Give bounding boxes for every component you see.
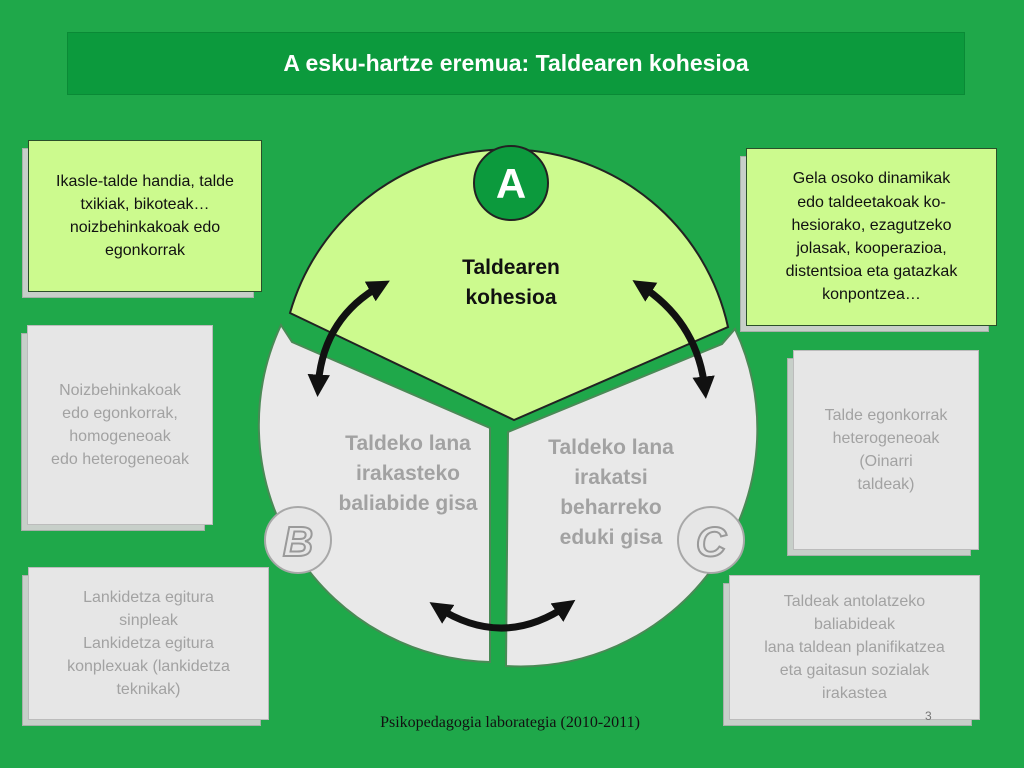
circle-c [677,506,745,574]
info-box-top-left-text: Ikasle-talde handia, talde txikiak, biko… [56,172,234,260]
info-box-mid-left: Noizbehinkakoak edo egonkorrak, homogene… [21,325,213,531]
arrow-a-b [307,280,390,397]
info-box-top-right-text: Gela osoko dinamikak edo taldeetakoak ko… [785,170,958,304]
circle-b [264,506,332,574]
info-box-bottom-left-text: Lankidetza egitura sinpleak Lankidetza e… [67,588,230,699]
page-title-text: A esku-hartze eremua: Taldearen kohesioa [283,50,749,76]
circle-a [473,145,549,221]
info-box-bottom-right-text: Taldeak antolatzeko baliabideak lana tal… [764,592,945,703]
segment-c-label-2: irakatsi [574,466,648,489]
info-box-bottom-left: Lankidetza egitura sinpleak Lankidetza e… [22,567,269,726]
page-number: 3 [925,709,932,723]
segment-b-label-1: Taldeko lana [345,432,471,455]
circle-b-label: B [283,518,313,565]
segment-a-label-1: Taldearen [462,256,560,279]
info-box-mid-right-text: Talde egonkorrak heterogeneoak (Oinarri … [824,406,948,494]
segment-c-label-3: beharreko [560,496,662,519]
segment-a-label-2: kohesioa [465,286,556,309]
segment-c-label-4: eduki gisa [560,526,663,549]
page-title: A esku-hartze eremua: Taldearen kohesioa [68,33,964,94]
circle-c-label: C [696,518,727,565]
arrow-b-c [429,599,576,632]
arrow-a-c [632,280,715,399]
info-box-top-right: Gela osoko dinamikak edo taldeetakoak ko… [740,148,997,332]
segment-c [504,327,759,668]
segment-c-label-1: Taldeko lana [548,436,674,459]
footer-credit-text: Psikopedagogia laborategia (2010-2011) [380,714,640,731]
footer-credit: Psikopedagogia laborategia (2010-2011) [350,712,670,734]
info-box-bottom-right: Taldeak antolatzeko baliabideak lana tal… [723,575,980,726]
info-box-mid-right: Talde egonkorrak heterogeneoak (Oinarri … [787,350,979,556]
info-box-top-left: Ikasle-talde handia, talde txikiak, biko… [22,140,262,298]
circle-a-label: A [496,160,526,207]
segment-b-label-2: irakasteko [356,462,460,485]
segment-b-label-3: baliabide gisa [339,492,478,515]
info-box-mid-left-text: Noizbehinkakoak edo egonkorrak, homogene… [51,381,189,469]
